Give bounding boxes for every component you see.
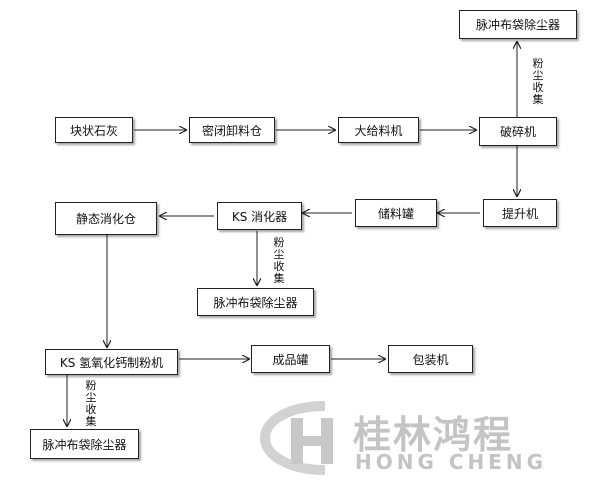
logo-mark xyxy=(259,401,333,475)
watermark-brand-cn: 桂林鸿程 xyxy=(353,413,514,457)
node-sealed-bin: 密闭卸料仓 xyxy=(189,117,275,143)
node-ks-mill: KS 氢氧化钙制粉机 xyxy=(45,349,178,375)
node-static-bin: 静态消化仓 xyxy=(55,202,157,235)
node-product-tank: 成品罐 xyxy=(251,345,330,373)
node-ks-digester: KS 消化器 xyxy=(217,202,302,230)
node-packer: 包装机 xyxy=(388,345,473,373)
node-bag-mid: 脉冲布袋除尘器 xyxy=(197,288,314,316)
watermark-logo: 桂林鸿程 HONG CHENG xyxy=(255,398,585,478)
label-dust-collect-bottom: 粉尘收集 xyxy=(85,379,97,428)
label-dust-collect-top: 粉尘收集 xyxy=(532,57,544,106)
node-feeder: 大给料机 xyxy=(338,117,419,143)
node-bag-bottom: 脉冲布袋除尘器 xyxy=(30,429,139,459)
node-elevator: 提升机 xyxy=(483,199,557,227)
watermark-brand-en: HONG CHENG xyxy=(355,450,548,474)
node-lump-lime: 块状石灰 xyxy=(55,117,133,143)
node-storage-tank: 储料罐 xyxy=(355,199,437,227)
label-dust-collect-mid: 粉尘收集 xyxy=(273,236,285,285)
node-crusher: 破碎机 xyxy=(479,117,557,146)
node-bag-top: 脉冲布袋除尘器 xyxy=(459,10,577,39)
